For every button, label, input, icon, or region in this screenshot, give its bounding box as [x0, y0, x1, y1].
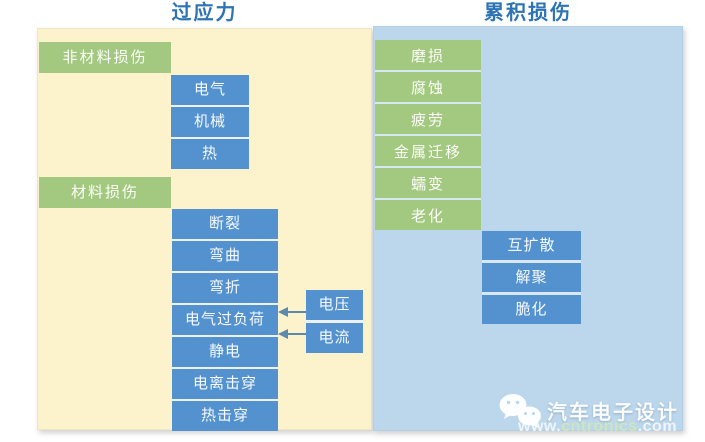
item-thermal-breakdown: 热击穿 [172, 401, 278, 431]
item-fatigue: 疲劳 [375, 104, 481, 134]
overstress-panel: 非材料损伤 电气 机械 热 材料损伤 断裂 弯曲 弯折 电气过负荷 静电 电离击… [37, 28, 372, 431]
item-wear: 磨损 [375, 40, 481, 70]
item-mechanical: 机械 [171, 107, 249, 137]
item-creep: 蠕变 [375, 168, 481, 198]
watermark: 汽车电子设计 www.cntronics.com [498, 390, 698, 438]
item-interdiffusion: 互扩散 [482, 231, 581, 260]
item-depolymerization: 解聚 [482, 263, 581, 292]
wechat-icon [499, 394, 541, 428]
non-material-damage-category: 非材料损伤 [39, 42, 171, 73]
item-electrical: 电气 [171, 75, 249, 105]
watermark-url-prefix: www. [518, 418, 562, 435]
voltage-to-overload-arrow [278, 307, 306, 317]
watermark-url-suffix: .com [637, 418, 678, 435]
non-material-items-column: 电气 机械 热 [171, 75, 249, 169]
watermark-url: www.cntronics.com [518, 418, 677, 436]
item-thermal: 热 [171, 139, 249, 169]
watermark-url-name: cntronics [561, 418, 638, 435]
material-damage-category: 材料损伤 [39, 177, 171, 208]
item-static-electricity: 静电 [172, 337, 278, 367]
cumulative-damage-panel: 磨损 腐蚀 疲劳 金属迁移 蠕变 老化 互扩散 解聚 脆化 汽车电子设计 [373, 26, 683, 435]
item-bending: 弯曲 [172, 241, 278, 271]
wearout-items-column: 磨损 腐蚀 疲劳 金属迁移 蠕变 老化 [375, 40, 481, 230]
watermark-brand-text: 汽车电子设计 [547, 402, 679, 424]
item-embrittlement: 脆化 [482, 295, 581, 324]
item-corrosion: 腐蚀 [375, 72, 481, 102]
current-to-overload-arrow [278, 329, 306, 339]
item-bend-fold: 弯折 [172, 273, 278, 303]
item-fracture: 断裂 [172, 209, 278, 239]
material-items-column: 断裂 弯曲 弯折 电气过负荷 静电 电离击穿 热击穿 [172, 209, 278, 431]
overload-source-column: 电压 电流 [306, 290, 363, 353]
overstress-title: 过应力 [171, 2, 238, 24]
aging-sub-items-column: 互扩散 解聚 脆化 [482, 231, 581, 324]
cumulative-damage-title: 累积损伤 [484, 2, 572, 24]
item-current: 电流 [306, 323, 363, 353]
item-voltage: 电压 [306, 290, 363, 320]
item-electrical-overload: 电气过负荷 [172, 305, 278, 335]
item-aging: 老化 [375, 200, 481, 230]
item-ionization-breakdown: 电离击穿 [172, 369, 278, 399]
item-metal-migration: 金属迁移 [375, 136, 481, 166]
